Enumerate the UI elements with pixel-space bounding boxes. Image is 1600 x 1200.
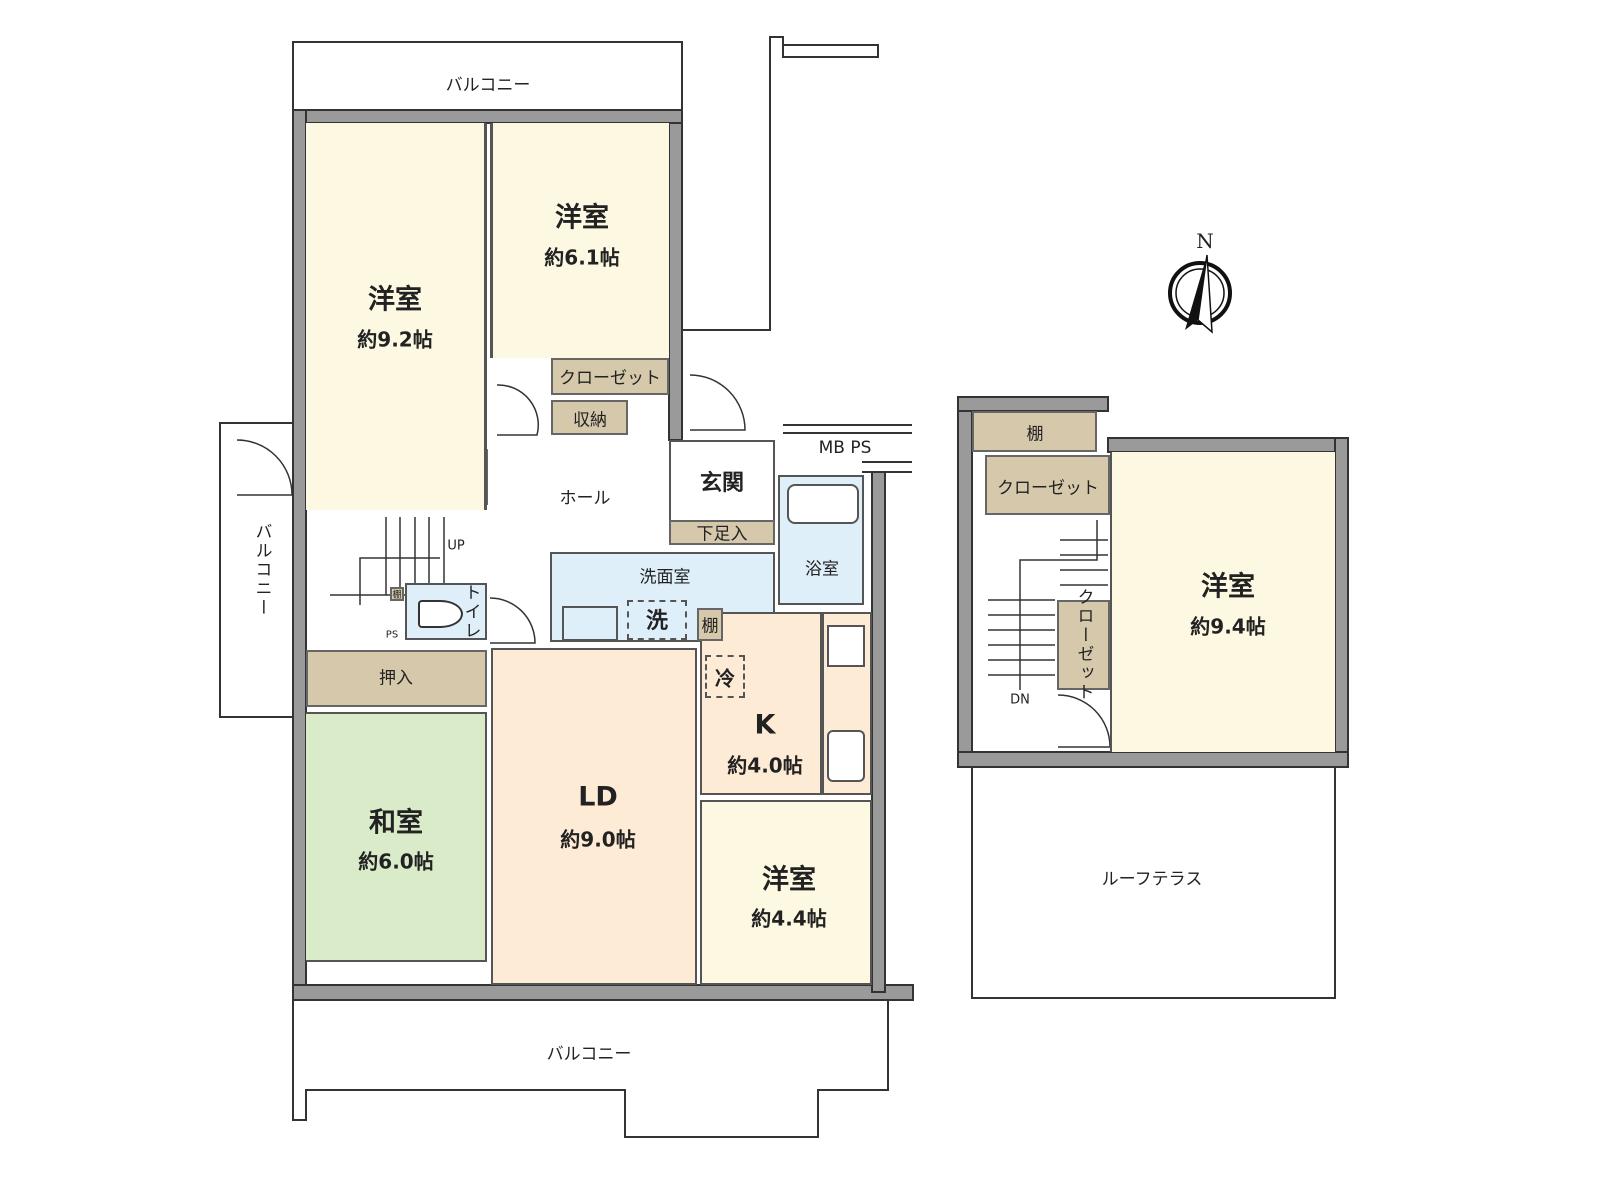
wall-top (305, 109, 683, 124)
shoe-cabinet-label: 下足入 (696, 524, 748, 545)
washroom-shelf (697, 608, 723, 641)
upper-western-size: 約9.4帖 (1190, 614, 1266, 639)
wall-left (292, 109, 307, 991)
upper-wall-top-right (1107, 437, 1349, 453)
upper-closet (985, 455, 1110, 515)
upper-frame-line (682, 36, 879, 331)
bottom-balcony-label: バルコニー (546, 1044, 632, 1065)
stairs-down-label: DN (1010, 692, 1030, 708)
upper-shelf-label: 棚 (1026, 424, 1044, 445)
toilet-shelf (390, 587, 404, 601)
compass-north-label: N (1196, 229, 1214, 253)
western-room-4-4-size: 約4.4帖 (751, 906, 827, 931)
western-room-9-2-size: 約9.2帖 (357, 327, 433, 352)
western-room-6-1 (490, 123, 669, 358)
wall-bottom (292, 984, 914, 1001)
japanese-room-name: 和室 (369, 807, 423, 839)
wall-right (871, 471, 886, 993)
toilet-icon (418, 600, 463, 628)
bottom-balcony-outline (292, 1000, 889, 1138)
kitchen-sink-icon (827, 730, 865, 782)
oshiire (306, 650, 487, 707)
top-balcony-label: バルコニー (445, 75, 531, 96)
ld-size: 約9.0帖 (560, 827, 636, 852)
upper-western-room (1110, 452, 1335, 752)
roof-terrace-label: ルーフテラス (1101, 869, 1203, 890)
upper-walk-closet (1057, 600, 1110, 690)
ps-label: PS (385, 629, 399, 641)
closet (551, 358, 669, 395)
sink-icon (562, 606, 618, 641)
upper-western-name: 洋室 (1201, 571, 1255, 603)
storage-label: 収納 (573, 410, 607, 431)
upper-wall-bottom (957, 751, 1349, 768)
hall-label: ホール (559, 488, 611, 509)
fridge-space (705, 655, 745, 698)
storage (551, 400, 628, 435)
western-room-4-4 (700, 800, 872, 985)
shoe-cabinet (669, 520, 775, 545)
western-room-9-2-name: 洋室 (368, 284, 422, 316)
left-balcony-label: バルコニー (251, 522, 272, 618)
toilet-shelf-label: 棚 (392, 590, 402, 601)
washroom-label: 洗面室 (639, 567, 691, 588)
western-room-9-2 (306, 123, 487, 510)
washer-space (627, 600, 687, 640)
upper-walk-closet-label: クローゼット (1073, 588, 1094, 702)
toilet-label: トイレ (460, 583, 481, 641)
stove-icon (827, 625, 865, 667)
bathroom-label: 浴室 (805, 559, 839, 580)
bathtub-icon (787, 484, 859, 524)
japanese-room-size: 約6.0帖 (358, 849, 434, 874)
washer-label: 洗 (645, 609, 669, 634)
kitchen-size: 約4.0帖 (727, 753, 803, 778)
upper-wall-right (1334, 437, 1349, 768)
kitchen (700, 612, 822, 795)
wall-right-top (668, 109, 683, 441)
mb-ps-label: MB PS (818, 438, 872, 458)
upper-shelf (972, 411, 1097, 452)
washroom-shelf-label: 棚 (701, 616, 719, 637)
entrance-label: 玄関 (699, 471, 745, 496)
closet-label: クローゼット (559, 368, 661, 389)
north-arrow-icon (1168, 254, 1232, 334)
upper-wall-top (957, 396, 1109, 412)
western-room-6-1-size: 約6.1帖 (544, 245, 620, 270)
oshiire-label: 押入 (379, 668, 413, 689)
japanese-room (306, 712, 487, 962)
stairs-up-label: UP (447, 538, 465, 554)
living-dining (491, 648, 697, 985)
stairs-lines (330, 517, 1108, 690)
ld-name: LD (578, 781, 618, 813)
upper-wall-left (957, 396, 973, 768)
upper-closet-label: クローゼット (997, 478, 1099, 499)
western-room-6-1-name: 洋室 (555, 202, 609, 234)
western-room-4-4-name: 洋室 (762, 864, 816, 896)
kitchen-name: K (754, 709, 776, 741)
fridge-label: 冷 (715, 666, 735, 691)
